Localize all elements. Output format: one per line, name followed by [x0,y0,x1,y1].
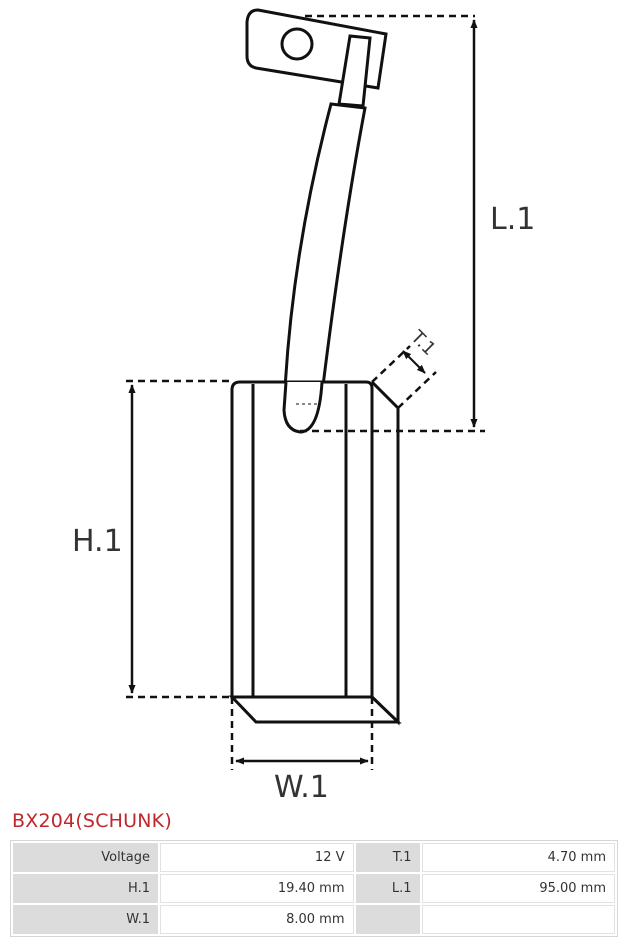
carbon-brush-diagram: L.1 H.1 W.1 T.1 [72,8,535,805]
table-row: W.1 8.00 mm [13,905,615,934]
lug-hole [280,27,314,61]
table-row: Voltage 12 V T.1 4.70 mm [13,843,615,872]
t1-label: T.1 [406,326,440,360]
h1-label: H.1 [72,524,123,559]
table-row: H.1 19.40 mm L.1 95.00 mm [13,874,615,903]
l1-label: L.1 [490,202,535,237]
terminal-lug [245,8,388,108]
spec-value [421,905,615,934]
spec-value: 19.40 mm [160,874,354,903]
dimension-arrows [128,19,478,765]
spec-label: W.1 [13,905,158,934]
brush-body [228,380,402,726]
spec-label: H.1 [13,874,158,903]
w1-label: W.1 [274,770,329,805]
lug-tab [337,34,372,108]
spec-label: Voltage [13,843,158,872]
spec-value: 8.00 mm [160,905,354,934]
spec-value: 4.70 mm [421,843,615,872]
spec-value: 12 V [160,843,354,872]
spec-label: T.1 [355,843,420,872]
t1-dimension-line [402,350,426,374]
spec-label [355,905,420,934]
spec-value: 95.00 mm [421,874,615,903]
product-title: BX204(SCHUNK) [12,810,172,832]
spec-label: L.1 [355,874,420,903]
extension-lines [126,14,485,770]
specification-table: Voltage 12 V T.1 4.70 mm H.1 19.40 mm L.… [10,840,618,937]
